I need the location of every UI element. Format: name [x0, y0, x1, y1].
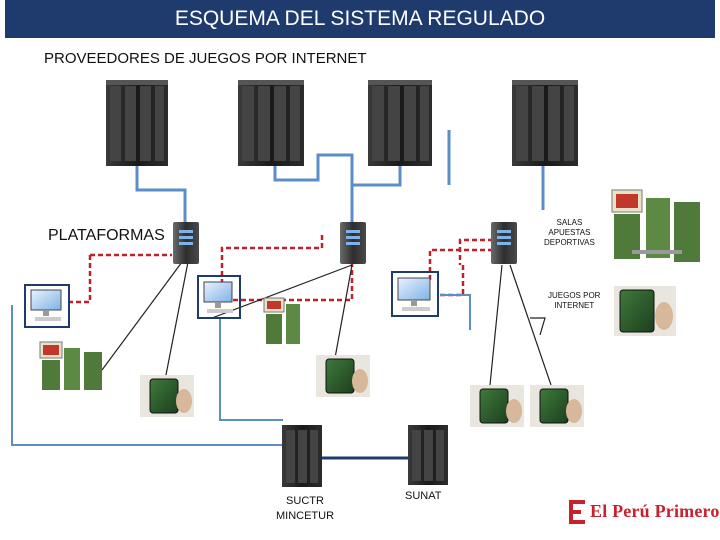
providers-label: PROVEEDORES DE JUEGOS POR INTERNET — [44, 50, 367, 67]
smartphone-icon — [316, 355, 370, 397]
page-title: ESQUEMA DEL SISTEMA REGULADO — [5, 0, 715, 38]
suctr-label: SUCTR MINCETUR — [272, 494, 338, 524]
smartphone-icon — [614, 286, 676, 336]
betting-halls-label-line: SALAS — [556, 218, 583, 227]
provider-server-rack — [238, 80, 304, 166]
provider-server-rack — [106, 80, 168, 166]
platform-server-tower — [173, 222, 199, 264]
desktop-pc-icon — [197, 275, 241, 319]
provider-server-rack — [368, 80, 432, 166]
provider-links — [135, 130, 545, 222]
suctr-server-rack — [282, 425, 322, 487]
logo-mark-icon — [569, 500, 585, 524]
internet-games-label-line: INTERNET — [554, 301, 595, 310]
betting-halls-label-line: DEPORTIVAS — [544, 238, 595, 247]
internet-games-label-line: JUEGOS POR — [548, 291, 601, 300]
betting-terminal-icon — [39, 341, 102, 390]
device-links — [101, 261, 552, 386]
provider-server-rack — [512, 80, 578, 166]
platforms-label: PLATAFORMAS — [48, 227, 165, 244]
betting-halls-label-line: APUESTAS — [548, 228, 591, 237]
betting-terminal-icon — [611, 189, 700, 262]
betting-halls-label: SALAS APUESTAS DEPORTIVAS — [544, 218, 595, 248]
logo-text: El Perú Primero — [590, 501, 720, 521]
desktop-pc-icon — [391, 271, 439, 317]
sunat-label: SUNAT — [405, 490, 442, 502]
sunat-server-rack — [408, 425, 448, 485]
suctr-label-line: MINCETUR — [275, 510, 335, 522]
smartphone-icon — [140, 375, 194, 417]
platform-server-tower — [340, 222, 366, 264]
smartphone-icon — [470, 385, 524, 427]
internet-games-label: JUEGOS POR INTERNET — [548, 291, 600, 311]
smartphone-icon — [530, 385, 584, 427]
desktop-pc-icon — [24, 284, 70, 328]
platform-server-tower — [491, 222, 517, 264]
brand-logo: El Perú Primero — [568, 497, 719, 527]
suctr-label-line: SUCTR — [286, 495, 324, 507]
authority-links — [11, 294, 471, 460]
betting-terminal-icon — [263, 297, 300, 344]
